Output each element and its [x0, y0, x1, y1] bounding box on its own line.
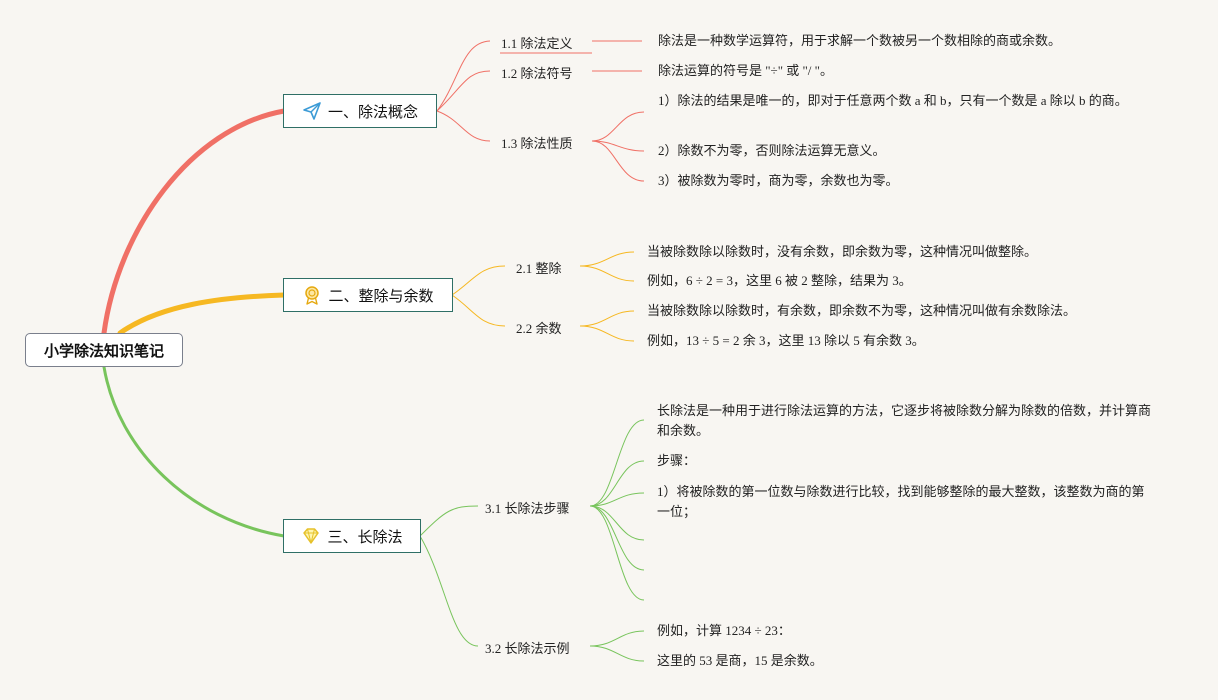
- leaf-1-3-2[interactable]: 2）除数不为零，否则除法运算无意义。: [658, 143, 886, 158]
- branch-node-3[interactable]: 三、长除法: [283, 519, 421, 553]
- sub-3-1-link-leaf-3: [589, 492, 645, 507]
- leaf-2-1-1[interactable]: 当被除数除以除数时，没有余数，即余数为零，这种情况叫做整除。: [647, 244, 1038, 259]
- sub-2-1-link-leaf-1: [579, 251, 635, 267]
- sub-topic-2-1[interactable]: 2.1 整除: [516, 261, 562, 276]
- sub-3-1-link-leaf-2: [589, 460, 645, 507]
- sub-3-2-link-leaf-2: [589, 645, 645, 662]
- branch3-link-sub-1: [419, 505, 479, 537]
- root-link-branch-3: [102, 365, 286, 538]
- leaf-2-1-2[interactable]: 例如，6 ÷ 2 = 3，这里 6 被 2 整除，结果为 3。: [647, 273, 912, 288]
- leaf-3-2-1[interactable]: 例如，计算 1234 ÷ 23：: [657, 623, 791, 638]
- branch2-link-sub-1: [451, 265, 506, 296]
- branch-label-1: 一、除法概念: [327, 102, 418, 121]
- root-node[interactable]: 小学除法知识笔记: [25, 333, 183, 367]
- sub-topic-3-2[interactable]: 3.2 长除法示例: [485, 641, 570, 656]
- leaf-1-1-1[interactable]: 除法是一种数学运算符，用于求解一个数被另一个数相除的商或余数。: [658, 33, 1062, 48]
- root-link-branch-2: [117, 292, 287, 336]
- leaf-1-3-3[interactable]: 3）被除数为零时，商为零，余数也为零。: [658, 173, 899, 188]
- sub-1-3-link-leaf-1: [591, 111, 645, 142]
- branch-label-3: 三、长除法: [327, 527, 403, 546]
- leaf-1-3-1[interactable]: 1）除法的结果是唯一的，即对于任意两个数 a 和 b，只有一个数是 a 除以 b…: [658, 93, 1128, 108]
- root-link-branch-1: [101, 108, 287, 336]
- root-title: 小学除法知识笔记: [43, 341, 164, 360]
- sub-3-2-link-leaf-1: [589, 630, 645, 647]
- sub-topic-1-3[interactable]: 1.3 除法性质: [501, 136, 573, 151]
- branch3-link-sub-2: [419, 535, 479, 647]
- branch1-link-sub-1: [436, 40, 491, 112]
- leaf-3-1-1[interactable]: 长除法是一种用于进行除法运算的方法，它逐步将被除数分解为除数的倍数，并计算商和余…: [657, 403, 1152, 438]
- sub-2-2-link-leaf-1: [579, 310, 635, 327]
- sub-1-3-link-leaf-3: [591, 140, 645, 182]
- sub-topic-1-2[interactable]: 1.2 除法符号: [501, 66, 573, 81]
- sub-3-1-link-leaf-5: [589, 505, 645, 571]
- branch1-link-sub-3: [436, 110, 491, 142]
- sub-2-2-link-leaf-2: [579, 325, 635, 342]
- leaf-3-1-2[interactable]: 步骤：: [657, 453, 697, 468]
- sub-3-1-link-leaf-1: [589, 419, 645, 507]
- sub-2-1-link-leaf-2: [579, 265, 635, 282]
- award-medal-icon: [305, 286, 320, 305]
- sub-topic-3-1[interactable]: 3.1 长除法步骤: [485, 501, 570, 516]
- leaf-2-2-2[interactable]: 例如，13 ÷ 5 = 2 余 3，这里 13 除以 5 有余数 3。: [647, 333, 925, 348]
- leaf-1-2-1[interactable]: 除法运算的符号是 "÷" 或 "/ "。: [658, 63, 833, 78]
- branch2-link-sub-2: [451, 294, 506, 327]
- paper-plane-icon: [303, 102, 321, 120]
- diamond-icon: [303, 528, 320, 544]
- branch-label-2: 二、整除与余数: [328, 286, 434, 305]
- leaf-3-2-2[interactable]: 这里的 53 是商，15 是余数。: [657, 653, 823, 668]
- sub-3-1-link-leaf-6: [589, 505, 645, 601]
- branch-node-1[interactable]: 一、除法概念: [283, 94, 437, 128]
- sub-3-1-link-leaf-4: [589, 505, 645, 541]
- branch-node-2[interactable]: 二、整除与余数: [283, 278, 453, 312]
- leaf-3-1-3[interactable]: 1）将被除数的第一位数与除数进行比较，找到能够整除的最大整数，该整数为商的第一位…: [657, 484, 1145, 519]
- sub-topic-1-1[interactable]: 1.1 除法定义: [501, 36, 573, 51]
- sub-topic-2-2[interactable]: 2.2 余数: [516, 321, 562, 336]
- branch1-link-sub-2: [436, 70, 491, 112]
- leaf-2-2-1[interactable]: 当被除数除以除数时，有余数，即余数不为零，这种情况叫做有余数除法。: [647, 303, 1077, 318]
